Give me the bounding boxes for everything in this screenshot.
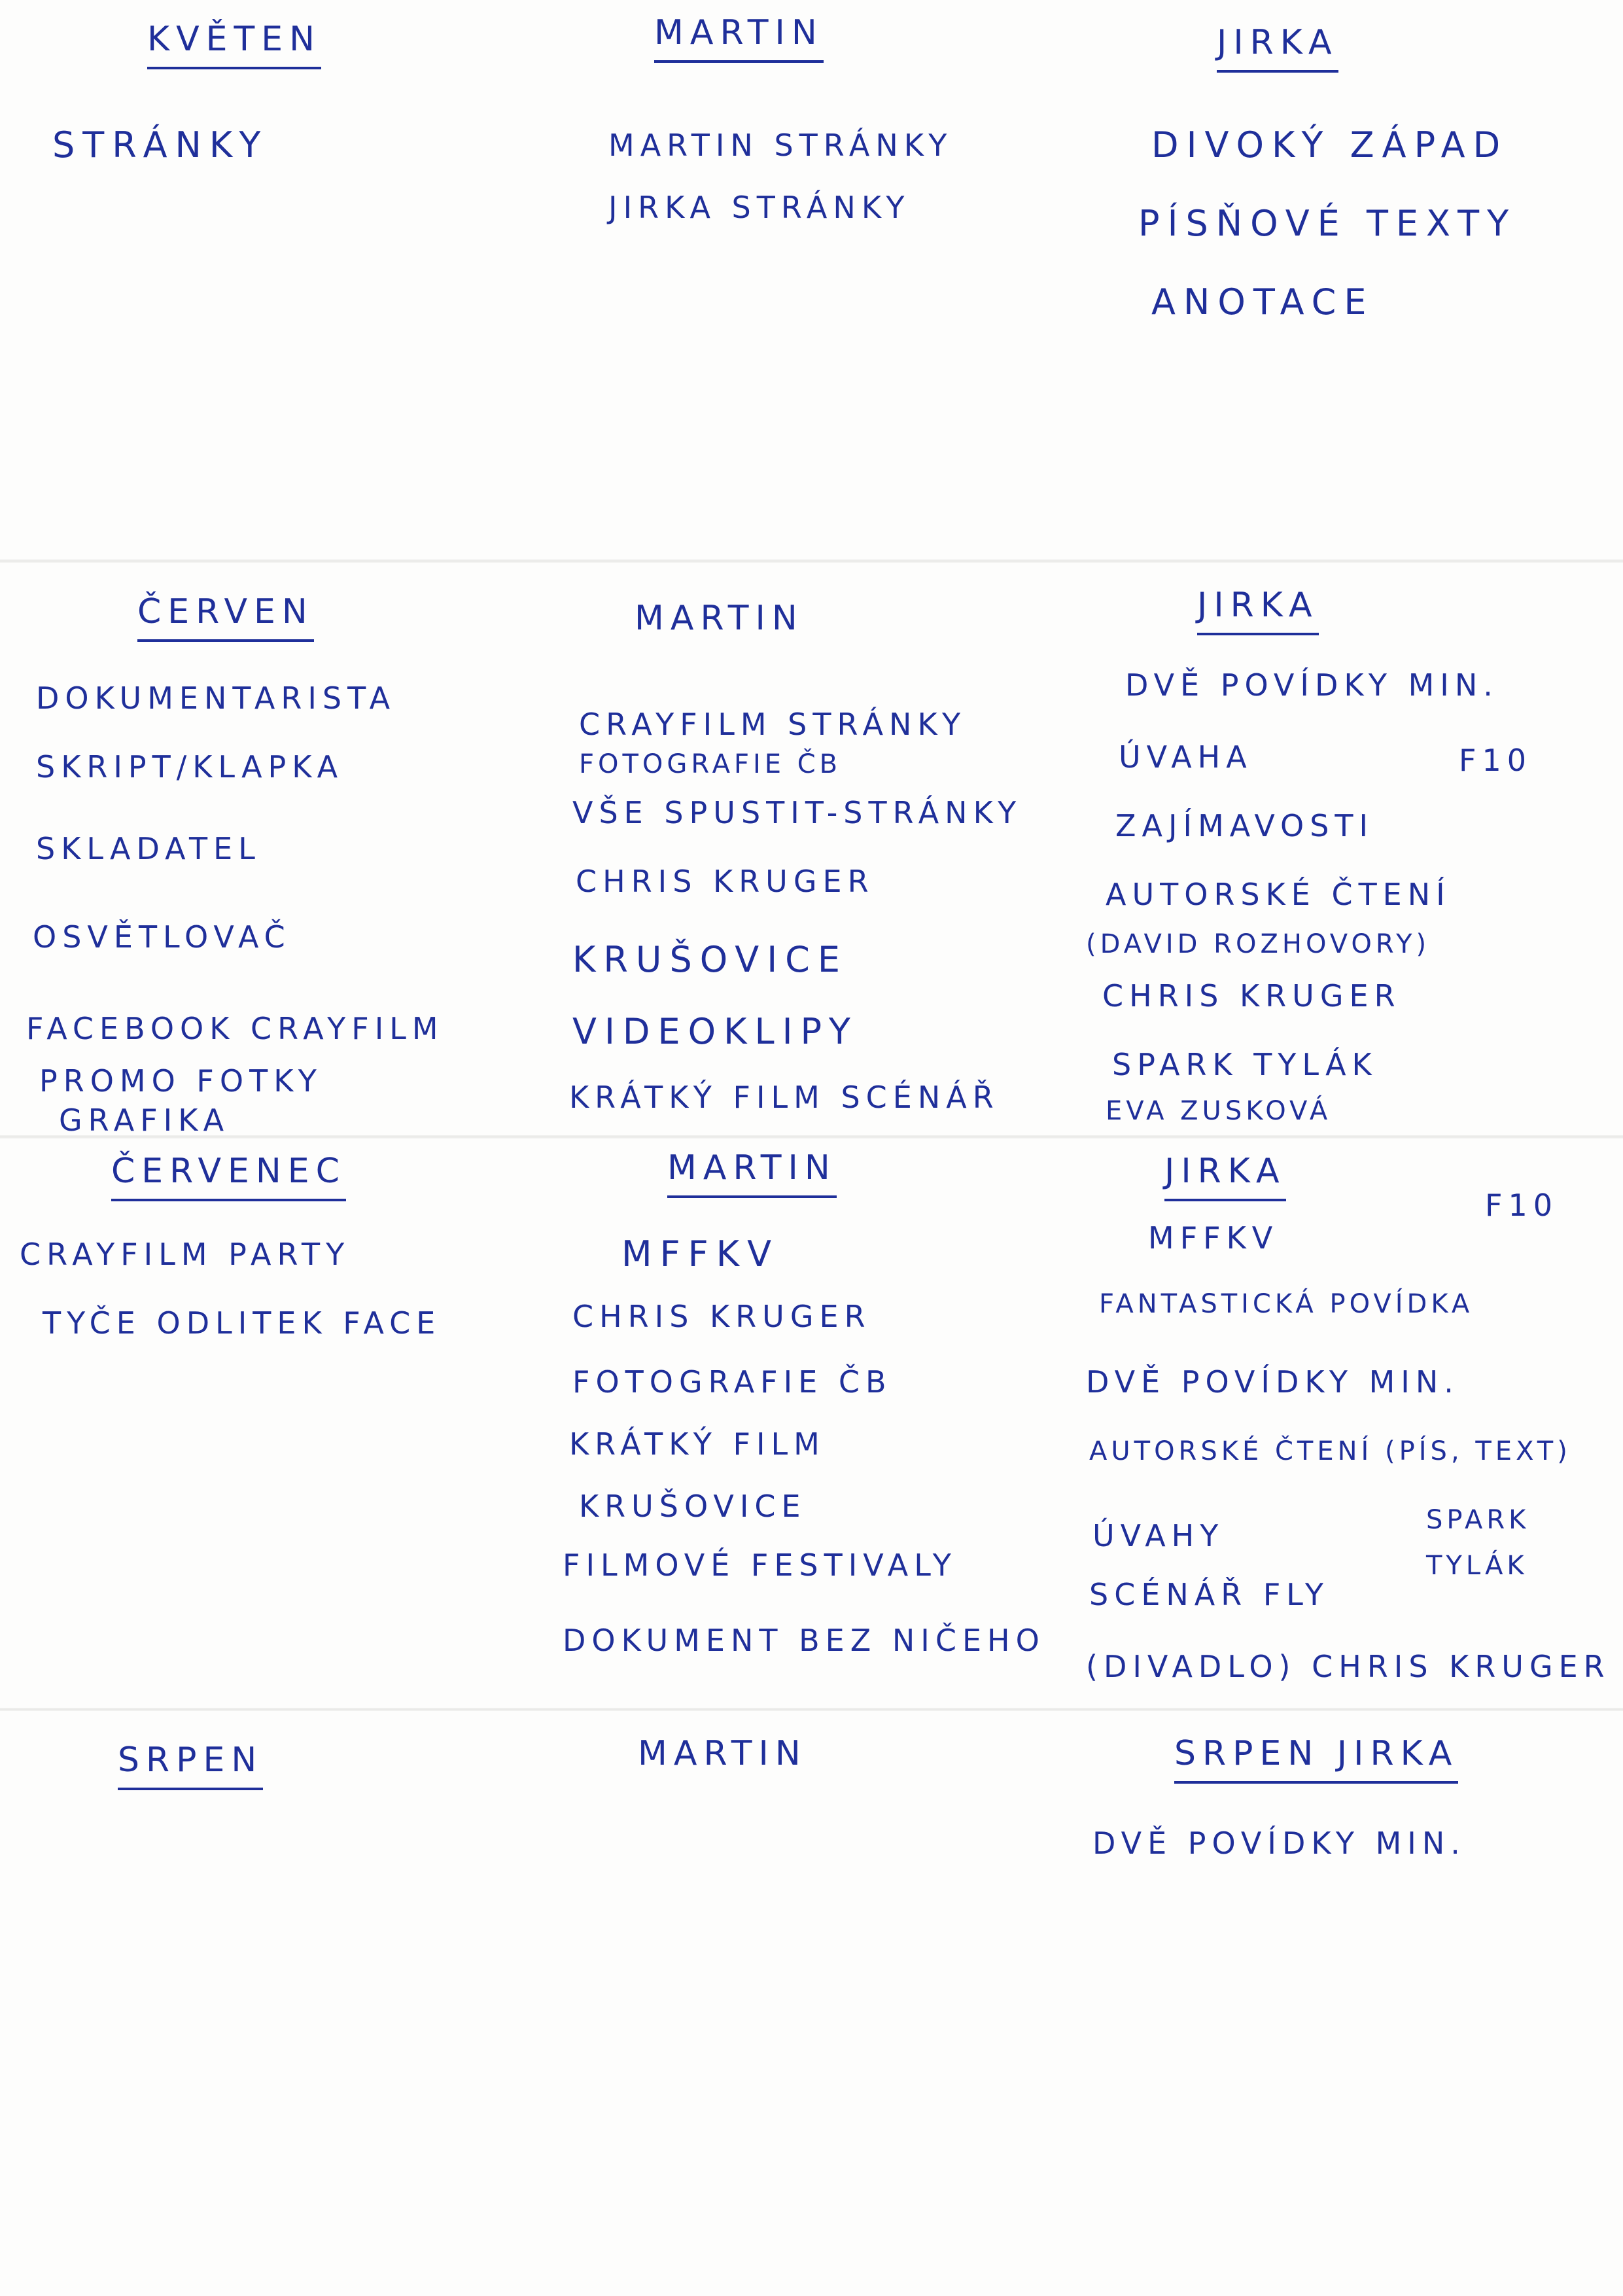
list-item: SKRIPT/KLAPKA <box>36 749 344 785</box>
list-item: KRÁTKÝ FILM SCÉNÁŘ <box>569 1080 1000 1115</box>
jirka-heading: SRPEN JIRKA <box>1174 1734 1459 1784</box>
list-item: EVA ZUSKOVÁ <box>1106 1096 1332 1126</box>
list-item: FILMOVÉ FESTIVALY <box>563 1547 957 1583</box>
list-item: FANTASTICKÁ POVÍDKA <box>1099 1289 1474 1319</box>
paper-fold <box>0 1135 1623 1139</box>
list-item: ANOTACE <box>1151 281 1374 323</box>
month-heading: ČERVENEC <box>111 1152 346 1201</box>
list-item: F10 <box>1485 1188 1558 1223</box>
list-item: DVĚ POVÍDKY MIN. <box>1086 1364 1459 1400</box>
list-item: GRAFIKA <box>59 1103 230 1138</box>
martin-heading: MARTIN <box>667 1148 837 1198</box>
paper-fold <box>0 1708 1623 1711</box>
list-item: SPARK <box>1426 1505 1530 1535</box>
martin-heading: MARTIN <box>635 599 804 638</box>
month-heading: ČERVEN <box>137 592 314 642</box>
list-item: KRUŠOVICE <box>579 1489 807 1524</box>
list-item: AUTORSKÉ ČTENÍ (PÍS, TEXT) <box>1089 1436 1571 1466</box>
list-item: AUTORSKÉ ČTENÍ <box>1106 877 1451 912</box>
jirka-heading: JIRKA <box>1217 23 1338 73</box>
list-item: DOKUMENT BEZ NIČEHO <box>563 1623 1045 1658</box>
list-item: DOKUMENTARISTA <box>36 680 396 716</box>
list-item: PÍSŇOVÉ TEXTY <box>1138 203 1517 244</box>
list-item: CRAYFILM STRÁNKY <box>579 707 967 742</box>
list-item: STRÁNKY <box>52 124 269 166</box>
list-item: CHRIS KRUGER <box>1102 978 1401 1014</box>
list-item: ZAJÍMAVOSTI <box>1115 808 1374 843</box>
list-item: CHRIS KRUGER <box>576 864 875 899</box>
list-item: CRAYFILM PARTY <box>20 1237 351 1272</box>
list-item: MFFKV <box>1148 1220 1279 1256</box>
list-item: DVĚ POVÍDKY MIN. <box>1092 1826 1466 1861</box>
list-item: PROMO FOTKY <box>39 1063 323 1099</box>
month-heading: KVĚTEN <box>147 20 322 69</box>
list-item: FOTOGRAFIE ČB <box>572 1364 892 1400</box>
list-item: TYČE ODLITEK FACE <box>43 1305 442 1341</box>
martin-heading: MARTIN <box>638 1734 807 1773</box>
jirka-heading: JIRKA <box>1164 1152 1286 1201</box>
list-item: OSVĚTLOVAČ <box>33 919 291 955</box>
list-item: JIRKA STRÁNKY <box>608 190 911 225</box>
list-item: MARTIN STRÁNKY <box>608 128 953 163</box>
jirka-heading: JIRKA <box>1197 586 1319 635</box>
martin-heading: MARTIN <box>654 13 824 63</box>
list-item: FACEBOOK CRAYFILM <box>26 1011 444 1046</box>
list-item: VIDEOKLIPY <box>572 1011 858 1052</box>
list-item: VŠE SPUSTIT-STRÁNKY <box>572 795 1022 830</box>
list-item: KRÁTKÝ FILM <box>569 1426 826 1462</box>
paper-fold <box>0 559 1623 563</box>
list-item: (DAVID ROZHOVORY) <box>1086 929 1431 959</box>
list-item: CHRIS KRUGER <box>572 1299 871 1334</box>
list-item: MFFKV <box>621 1233 780 1275</box>
list-item: SKLADATEL <box>36 831 261 866</box>
list-item: KRUŠOVICE <box>572 939 848 980</box>
list-item: ÚVAHY <box>1092 1518 1225 1553</box>
list-item: F10 <box>1459 743 1532 778</box>
list-item: TYLÁK <box>1426 1551 1528 1581</box>
list-item: FOTOGRAFIE ČB <box>579 749 842 779</box>
month-heading: SRPEN <box>118 1740 264 1790</box>
list-item: DIVOKÝ ZÁPAD <box>1151 124 1509 166</box>
list-item: SCÉNÁŘ FLY <box>1089 1577 1329 1612</box>
list-item: ÚVAHA <box>1119 739 1253 775</box>
list-item: SPARK TYLÁK <box>1112 1047 1378 1082</box>
list-item: (DIVADLO) CHRIS KRUGER <box>1086 1649 1611 1684</box>
list-item: DVĚ POVÍDKY MIN. <box>1125 667 1499 703</box>
